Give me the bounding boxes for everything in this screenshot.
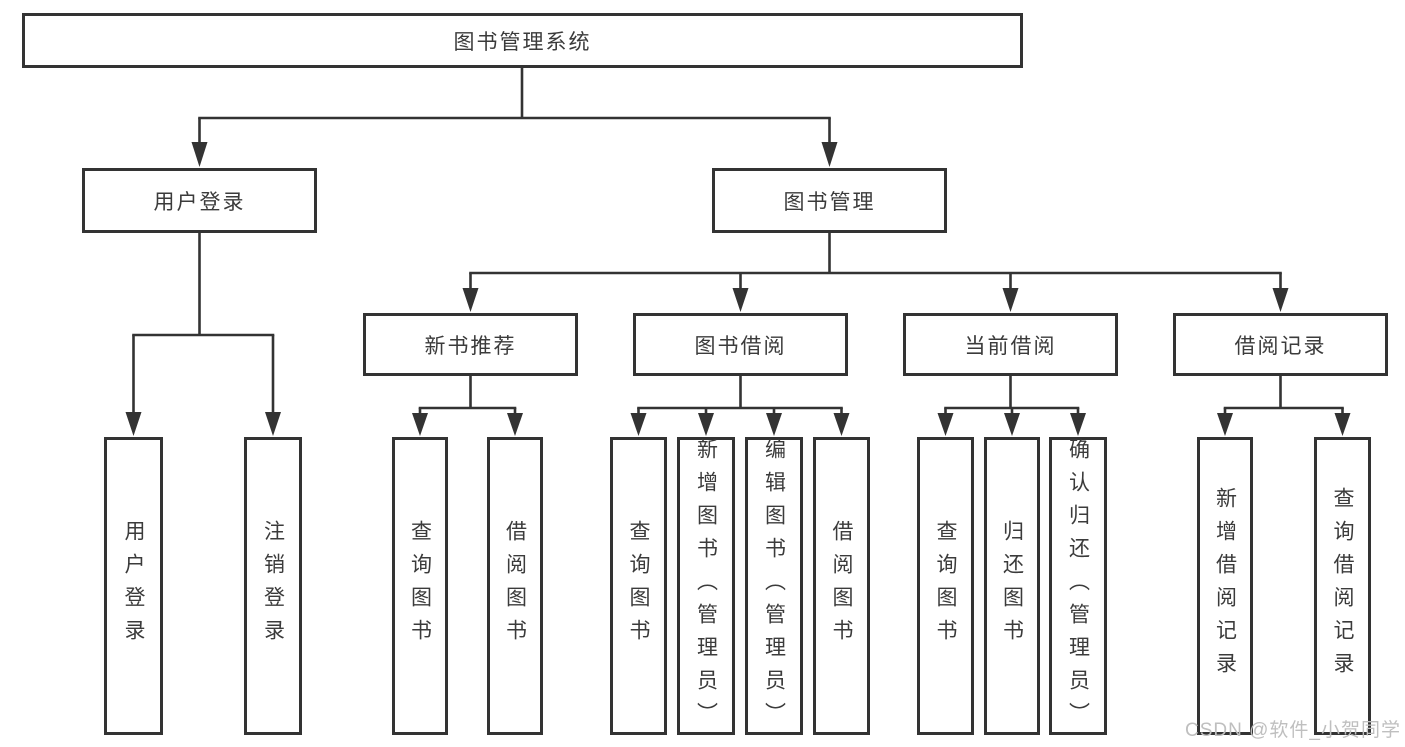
- csdn-watermark: CSDN @软件_小贺同学: [1185, 720, 1401, 741]
- leaf-logout: 注销登录: [244, 437, 302, 735]
- leaf-borrow-book-2: 借阅图书: [813, 437, 870, 735]
- leaf-query-borrow-record: 查询借阅记录: [1314, 437, 1371, 735]
- leaf-label: 归还图书: [1000, 520, 1024, 652]
- leaf-add-book-admin: 新增图书（管理员）: [677, 437, 735, 735]
- node-label: 图书借阅: [694, 334, 787, 358]
- leaf-label: 新增图书（管理员）: [694, 437, 718, 735]
- leaf-label: 查询借阅记录: [1331, 487, 1354, 685]
- leaf-edit-book-admin: 编辑图书（管理员）: [745, 437, 803, 735]
- leaf-label: 查询图书: [627, 520, 650, 652]
- node-current-borrow: 当前借阅: [903, 313, 1118, 376]
- node-label: 当前借阅: [964, 334, 1057, 358]
- node-borrow-record: 借阅记录: [1173, 313, 1388, 376]
- node-user-login: 用户登录: [82, 168, 317, 233]
- leaf-user-login: 用户登录: [104, 437, 163, 735]
- leaf-query-book-3: 查询图书: [917, 437, 974, 735]
- leaf-return-book: 归还图书: [984, 437, 1040, 735]
- leaf-query-book-2: 查询图书: [610, 437, 667, 735]
- leaf-label: 编辑图书（管理员）: [762, 437, 786, 735]
- leaf-label: 借阅图书: [503, 520, 527, 652]
- leaf-label: 查询图书: [934, 520, 957, 652]
- node-label: 借阅记录: [1234, 334, 1327, 358]
- node-new-book-recommend: 新书推荐: [363, 313, 578, 376]
- leaf-label: 用户登录: [122, 520, 145, 652]
- node-root-library-system: 图书管理系统: [22, 13, 1023, 68]
- leaf-label: 新增借阅记录: [1213, 487, 1237, 685]
- leaf-label: 借阅图书: [830, 520, 853, 652]
- node-label: 图书管理: [783, 190, 876, 214]
- node-book-management: 图书管理: [712, 168, 947, 233]
- leaf-query-book-1: 查询图书: [392, 437, 448, 735]
- leaf-add-borrow-record: 新增借阅记录: [1197, 437, 1253, 735]
- node-book-borrow: 图书借阅: [633, 313, 848, 376]
- leaf-label: 确认归还（管理员）: [1066, 437, 1090, 735]
- node-label: 新书推荐: [424, 334, 517, 358]
- node-label: 用户登录: [153, 190, 246, 214]
- leaf-borrow-book-1: 借阅图书: [487, 437, 543, 735]
- node-label: 图书管理系统: [453, 30, 592, 54]
- leaf-label: 查询图书: [408, 520, 432, 652]
- leaf-label: 注销登录: [261, 520, 285, 652]
- leaf-confirm-return-admin: 确认归还（管理员）: [1049, 437, 1107, 735]
